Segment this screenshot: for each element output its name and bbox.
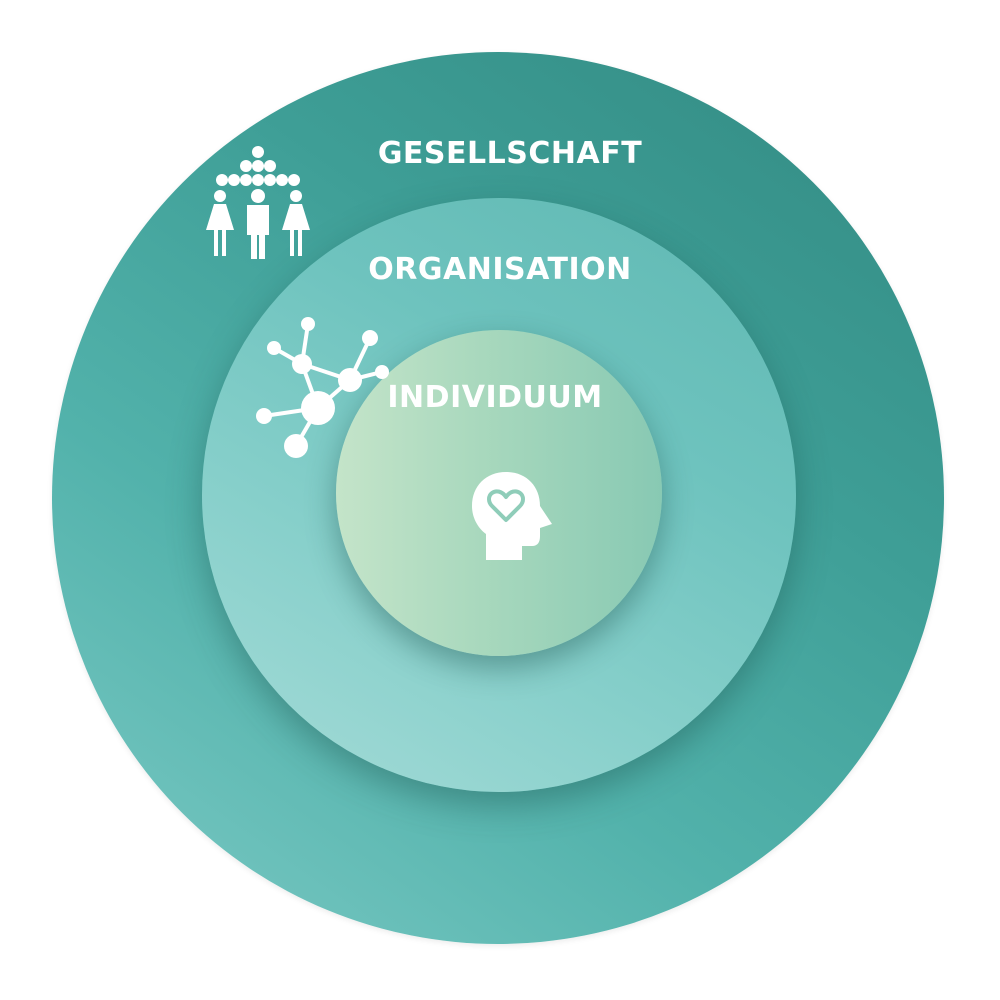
head-heart-icon — [472, 472, 552, 560]
society-label: GESELLSCHAFT — [377, 136, 643, 171]
network-icon — [256, 317, 389, 458]
organisation-label: ORGANISATION — [368, 252, 632, 287]
individual-label: INDIVIDUUM — [387, 380, 603, 415]
people-group-icon — [206, 146, 310, 259]
